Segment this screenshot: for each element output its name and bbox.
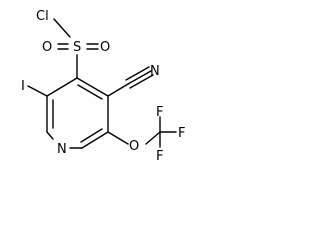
atom-i: I bbox=[21, 79, 25, 94]
bond-cn-triple-c bbox=[129, 74, 154, 89]
molecule-structure: Cl S O O I N N O F F F bbox=[21, 9, 185, 164]
bond-c4-cn bbox=[107, 83, 129, 97]
bond-n-c2 bbox=[46, 131, 54, 140]
bond-cn-triple-a bbox=[127, 70, 152, 85]
atom-n-ring: N bbox=[57, 142, 67, 157]
atom-f-top: F bbox=[156, 105, 163, 120]
bond-o-cf3 bbox=[145, 131, 161, 145]
atom-f-bottom: F bbox=[156, 149, 163, 164]
bond-cn-triple-b bbox=[125, 66, 150, 81]
atom-o-ether: O bbox=[129, 139, 139, 154]
bond-c5-c6 bbox=[81, 131, 109, 149]
bond-c5-o bbox=[107, 131, 129, 145]
atom-o-left: O bbox=[42, 40, 52, 55]
bond-c3-c4 bbox=[76, 77, 109, 97]
bond-c5-c6-inner bbox=[80, 128, 103, 143]
atom-n-cyano: N bbox=[150, 64, 160, 79]
atom-s: S bbox=[73, 40, 81, 55]
bond-s-cl bbox=[53, 18, 71, 38]
bond-c2-i bbox=[27, 85, 48, 97]
bond-c2-c3 bbox=[46, 77, 78, 97]
atom-cl: Cl bbox=[36, 9, 49, 24]
atom-f-right: F bbox=[178, 126, 185, 141]
atom-o-right: O bbox=[100, 40, 110, 55]
bond-c3-c4-inner bbox=[77, 84, 103, 100]
